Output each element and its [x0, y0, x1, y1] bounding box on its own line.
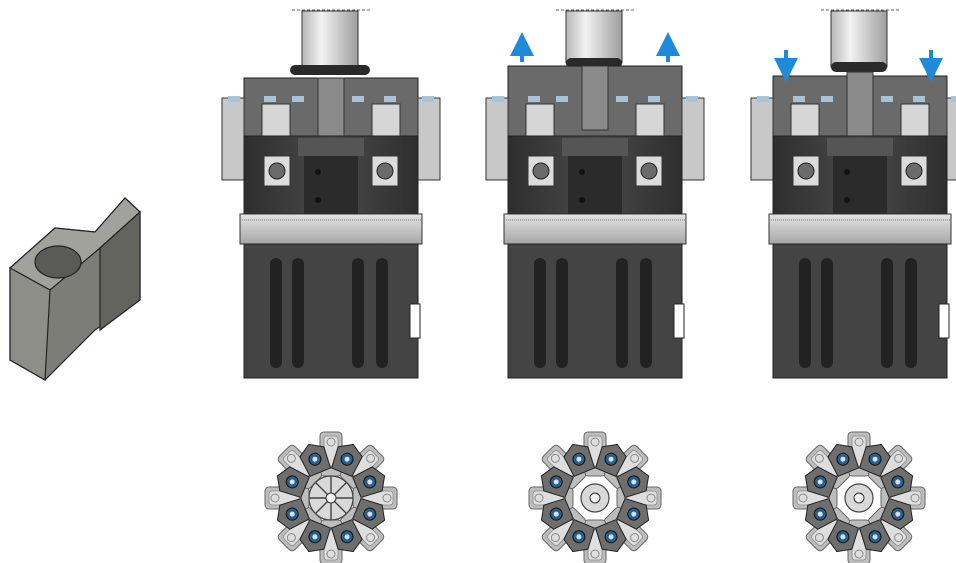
jaw-block	[804, 497, 838, 530]
jaw-block	[616, 497, 650, 530]
jaw-block	[563, 443, 596, 477]
jaw-block	[827, 443, 860, 477]
jaw-block	[330, 519, 363, 553]
jaw-block	[616, 466, 650, 499]
top-views	[264, 431, 926, 563]
jaw-block	[276, 497, 310, 530]
jaw-block	[594, 519, 627, 553]
jaw-block	[880, 466, 914, 499]
step-1-section-view	[221, 9, 441, 379]
jaw-block	[299, 519, 332, 553]
lug-part-icon	[8, 197, 141, 382]
jaw-block	[276, 466, 310, 499]
jaw-block	[858, 443, 891, 477]
step-2-up-arrows	[510, 32, 680, 62]
step-3-down-arrows	[774, 50, 943, 82]
jaw-block	[540, 497, 574, 530]
step-2-section-view	[485, 9, 705, 379]
jaw-block	[594, 443, 627, 477]
jaw-block	[352, 497, 386, 530]
step-3-top-view	[792, 431, 926, 563]
jaw-block	[827, 519, 860, 553]
jaw-block	[540, 466, 574, 499]
jaw-block	[299, 443, 332, 477]
jaw-block	[352, 466, 386, 499]
step-2-top-view	[528, 431, 662, 563]
step-3-section-view	[750, 9, 956, 379]
step-1-top-view	[264, 431, 398, 563]
jaw-block	[858, 519, 891, 553]
jaw-block	[880, 497, 914, 530]
jaw-block	[330, 443, 363, 477]
jaw-block	[804, 466, 838, 499]
jaw-arm	[541, 444, 587, 490]
jaw-block	[563, 519, 596, 553]
